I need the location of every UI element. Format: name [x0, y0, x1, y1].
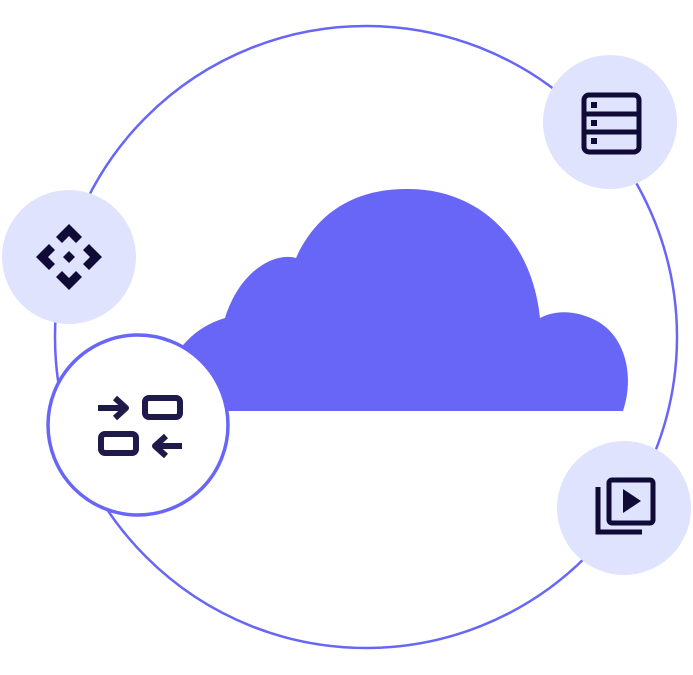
server-node [543, 55, 677, 189]
video-library-icon [595, 477, 656, 535]
modules-node [2, 190, 136, 324]
video-library-node [557, 441, 691, 575]
cloud-icon [161, 188, 628, 411]
modules-icon [36, 224, 102, 290]
orbit-ring [53, 24, 679, 650]
data-transfer-node[interactable] [46, 333, 230, 517]
server-icon [581, 92, 642, 155]
data-transfer-icon [98, 395, 183, 459]
